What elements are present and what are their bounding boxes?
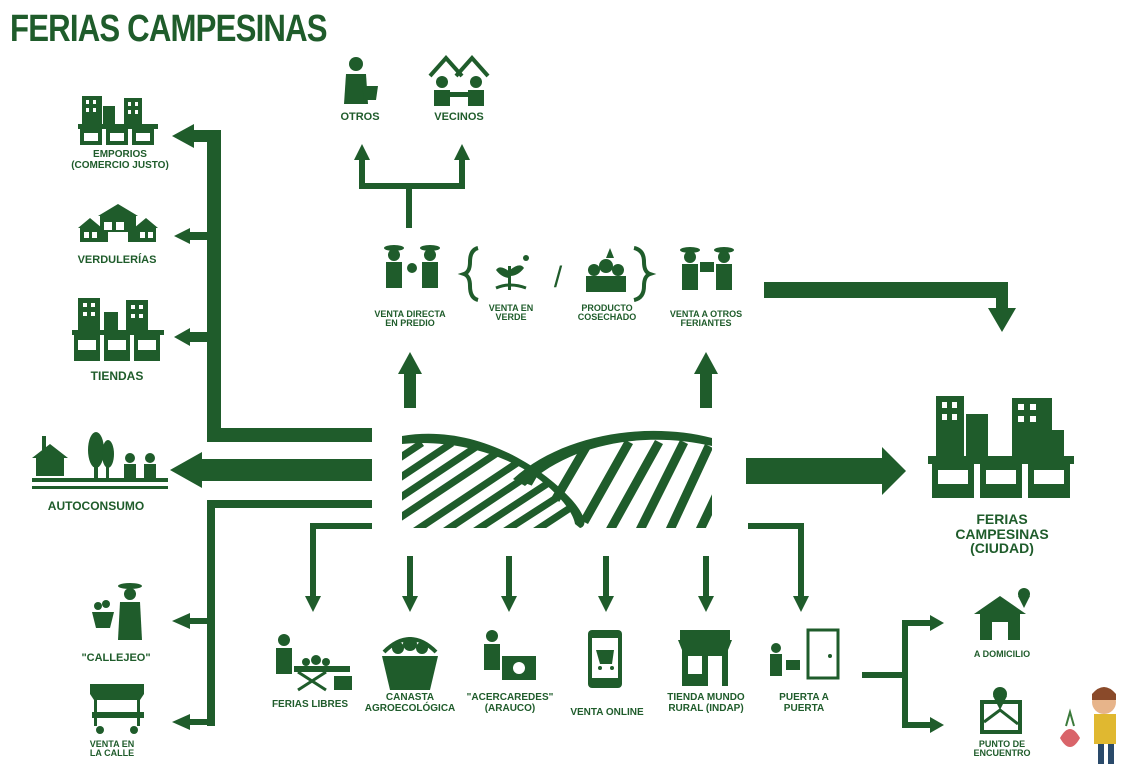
verdulerias-icon [78,204,158,242]
page-title: FERIAS CAMPESINAS [10,8,328,50]
label-canasta: CANASTA AGROECOLÓGICA [364,692,456,714]
arrows-left [170,124,372,730]
ferias-ciudad-icon [928,396,1074,498]
venta-calle-icon [90,684,144,734]
arrows-bottom [305,523,944,733]
acercaredes-icon [484,630,536,680]
label-slash: / [553,261,563,294]
puerta-a-puerta-icon [770,628,840,680]
canasta-icon [382,637,438,690]
punto-encuentro-icon [980,687,1022,734]
tiendas-icon [72,298,164,361]
emporios-icon [78,96,158,145]
label-venta-otros-feriantes: VENTA A OTROS FERIANTES [669,309,743,329]
label-ferias-libres: FERIAS LIBRES [271,699,349,710]
label-producto-cosechado: PRODUCTO COSECHADO [577,303,637,323]
label-punto-encuentro: PUNTO DE ENCUENTRO [973,739,1031,759]
farmer-cartoon-icon [1060,687,1116,764]
label-a-domicilio: A DOMICILIO [973,649,1031,659]
label-vecinos: VECINOS [434,111,484,123]
a-domicilio-icon [974,588,1030,640]
label-venta-directa: VENTA DIRECTA EN PREDIO [374,309,446,329]
label-venta-verde: VENTA EN VERDE [488,303,534,323]
autoconsumo-icon [32,432,168,489]
label-ferias-ciudad: FERIAS CAMPESINAS (CIUDAD) [955,511,1049,557]
label-otros: OTROS [340,111,380,123]
label-emporios: EMPORIOS (COMERCIO JUSTO) [71,149,169,171]
venta-verde-icon [457,246,529,302]
ferias-libres-icon [276,634,352,692]
callejeo-icon [92,583,142,640]
venta-feriantes-icon [680,247,734,290]
producto-cosechado-icon [586,246,657,302]
label-autoconsumo: AUTOCONSUMO [47,499,145,513]
venta-online-icon [588,630,622,688]
label-tiendas: TIENDAS [90,369,144,383]
tienda-mundo-rural-icon [678,630,732,686]
venta-directa-icon [384,245,440,288]
arrow-right-main [746,447,906,495]
field-icon [402,430,712,528]
label-acercaredes: "ACERCAREDES" (ARAUCO) [466,692,554,714]
label-verdulerias: VERDULERÍAS [77,254,157,266]
label-venta-calle: VENTA EN LA CALLE [89,739,135,759]
label-tienda-mundo-rural: TIENDA MUNDO RURAL (INDAP) [667,692,745,714]
label-callejeo: "CALLEJEO" [81,652,151,664]
arrows-top [354,144,1016,408]
label-puerta-a-puerta: PUERTA A PUERTA [779,692,829,714]
vecinos-icon [428,54,490,106]
label-venta-online: VENTA ONLINE [570,707,644,718]
otros-icon [344,57,378,104]
